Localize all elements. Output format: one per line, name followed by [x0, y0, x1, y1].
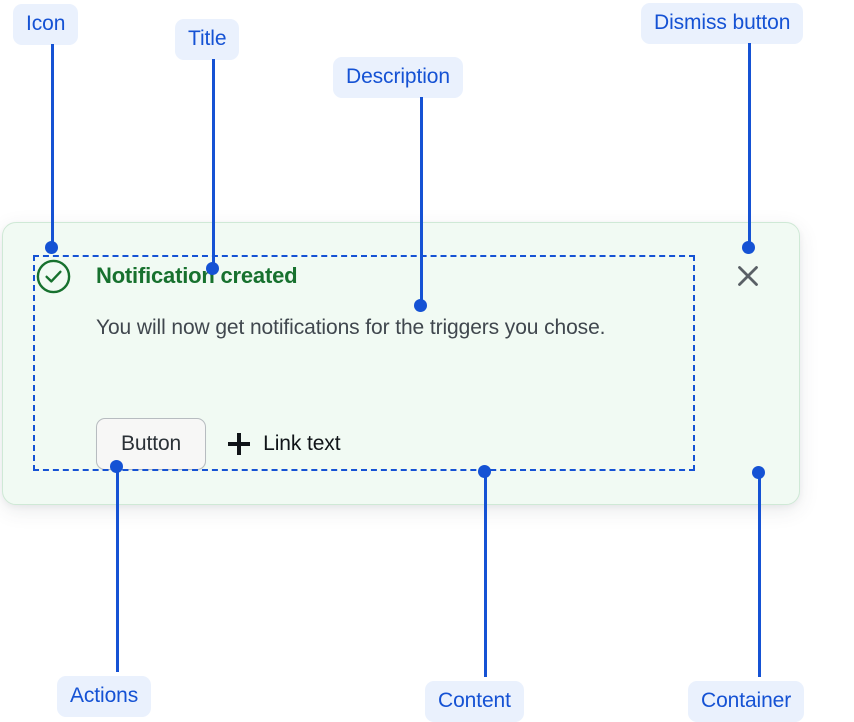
callout-dot-icon: [45, 241, 58, 254]
callout-dot-title: [206, 262, 219, 275]
callout-line-container: [758, 472, 761, 677]
callout-line-icon: [51, 44, 54, 247]
callout-line-actions: [116, 466, 119, 672]
callout-line-description: [420, 97, 423, 305]
callout-dot-description: [414, 299, 427, 312]
callout-label-description: Description: [333, 57, 463, 98]
notification-title: Notification created: [96, 263, 298, 288]
callout-label-content: Content: [425, 681, 524, 722]
callout-line-title: [212, 59, 215, 268]
callout-label-dismiss-button: Dismiss button: [641, 3, 804, 44]
secondary-action-link[interactable]: Link text: [228, 432, 341, 456]
callout-label-container: Container: [688, 681, 805, 722]
callout-dot-dismiss-button: [742, 241, 755, 254]
callout-dot-container: [752, 466, 765, 479]
callout-label-title: Title: [175, 19, 240, 60]
callout-line-dismiss-button: [748, 43, 751, 247]
check-circle-icon: [36, 259, 71, 294]
secondary-action-link-label: Link text: [263, 432, 341, 455]
callout-label-actions: Actions: [57, 676, 152, 717]
callout-line-content: [484, 471, 487, 677]
notification-description: You will now get notifications for the t…: [96, 316, 606, 339]
callout-label-icon: Icon: [13, 4, 79, 45]
callout-dot-content: [478, 465, 491, 478]
close-icon: [730, 266, 766, 297]
plus-icon: [228, 433, 251, 455]
callout-dot-actions: [110, 460, 123, 473]
notification-actions: Button Link text: [96, 418, 341, 470]
dismiss-button[interactable]: [730, 258, 766, 294]
